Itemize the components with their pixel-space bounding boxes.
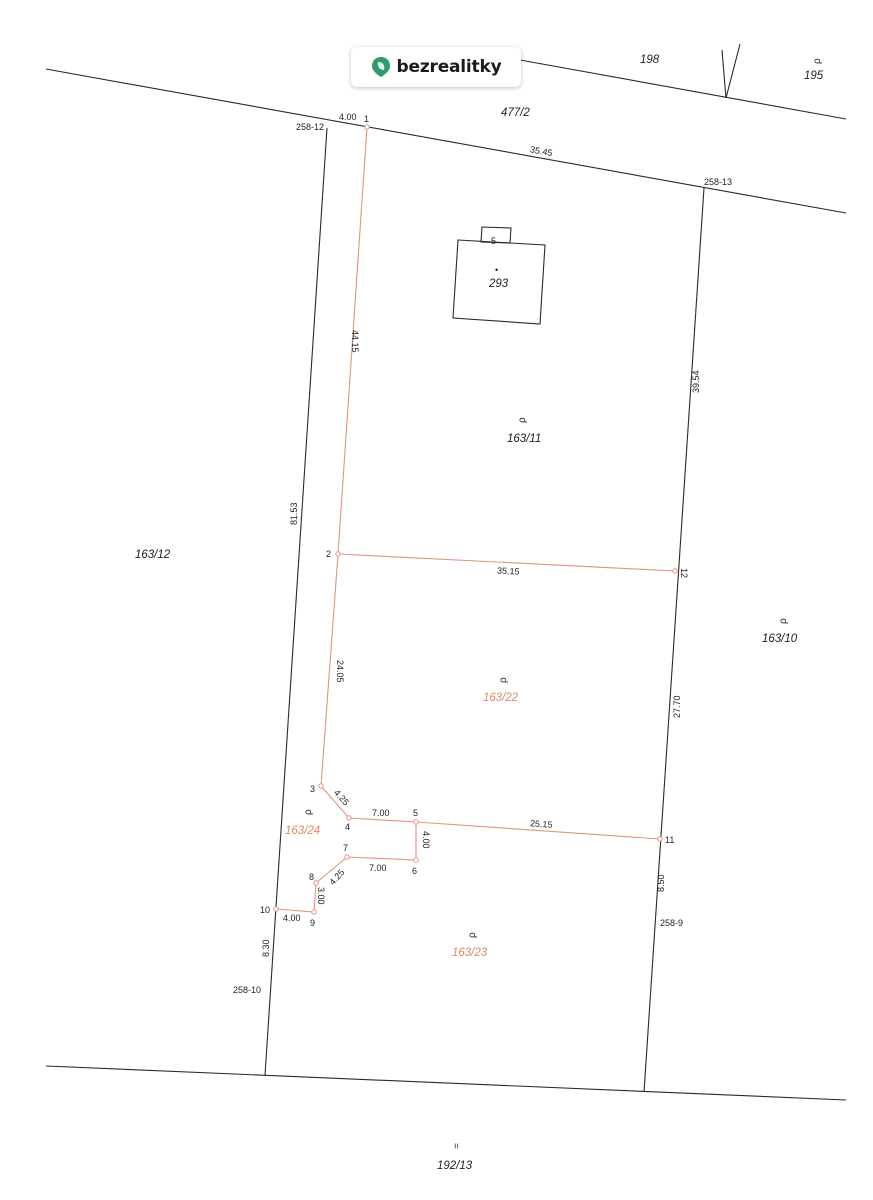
parcel-192-13: 192/13 — [437, 1160, 473, 1172]
marker-258-13: 258-13 — [704, 177, 732, 187]
point-label-4: 4 — [345, 822, 350, 832]
parcel-198-boundary — [721, 49, 727, 99]
meadow-symbol-163-23: ρ — [467, 932, 478, 938]
point-label-7: 7 — [343, 843, 348, 853]
dim-4-25-a: 4.25 — [332, 788, 351, 808]
road-edge-bottom — [45, 1065, 847, 1101]
parcel-163-10: 163/10 — [762, 633, 798, 645]
point-label-12: 12 — [679, 568, 689, 578]
survey-point-12 — [672, 568, 678, 574]
west-boundary — [264, 127, 328, 1076]
point-label-6: 6 — [412, 866, 417, 876]
boundary-markers: 258-12 258-13 258-9 258-10 — [233, 122, 732, 995]
new-parcel-numbers: 163/22 163/24 163/23 — [285, 692, 519, 959]
meadow-symbol-163-24: ρ — [303, 809, 314, 815]
dim-35-15: 35.15 — [497, 565, 520, 576]
land-use-symbols: ρ ρ ρ ρ ρ ρ = • 5 — [303, 58, 823, 1149]
point-label-9: 9 — [310, 918, 315, 928]
survey-point-5 — [413, 819, 419, 825]
point-label-1: 1 — [364, 114, 369, 124]
parcel-163-12: 163/12 — [135, 549, 171, 561]
dim-4-00-top: 4.00 — [339, 112, 357, 122]
brand-name: bezrealitky — [396, 57, 502, 77]
survey-point-11 — [657, 836, 663, 842]
survey-point-4 — [346, 815, 352, 821]
dim-39-54: 39.54 — [691, 370, 701, 393]
road-symbol: = — [450, 1143, 461, 1149]
meadow-symbol-163-10: ρ — [778, 618, 789, 624]
dim-7-00-a: 7.00 — [372, 808, 390, 818]
building-annex — [480, 226, 512, 244]
brand-badge[interactable]: bezrealitky — [351, 47, 521, 87]
parcel-163-23: 163/23 — [452, 947, 488, 959]
survey-point-3 — [318, 783, 324, 789]
point-label-3: 3 — [310, 784, 315, 794]
survey-point-2 — [335, 551, 341, 557]
parcel-293: 293 — [488, 278, 509, 290]
dim-7-00-b: 7.00 — [369, 863, 387, 873]
dim-8-50: 8.50 — [656, 874, 666, 892]
dim-4-00-v: 4.00 — [421, 831, 431, 849]
dim-3-00: 3.00 — [316, 887, 326, 905]
parcel-195: 195 — [804, 70, 824, 82]
survey-point-labels: 1 2 3 4 5 6 7 8 9 10 11 12 — [260, 114, 689, 928]
survey-point-10 — [273, 906, 279, 912]
east-boundary — [643, 187, 705, 1093]
dim-4-25-b: 4.25 — [327, 867, 346, 887]
split-line-2-12 — [337, 553, 676, 572]
map-pin-leaf-icon — [371, 57, 390, 77]
parcel-163-24: 163/24 — [285, 825, 320, 837]
dim-44-15: 44.15 — [350, 330, 360, 353]
new-boundaries — [275, 126, 676, 913]
parcel-195-boundary — [725, 43, 741, 99]
meadow-symbol-195: ρ — [812, 58, 823, 64]
building-293 — [452, 239, 546, 325]
point-label-8: 8 — [309, 872, 314, 882]
survey-points — [273, 124, 678, 915]
split-line-west — [275, 126, 417, 913]
point-label-10: 10 — [260, 905, 270, 915]
dim-24-05: 24.05 — [335, 660, 345, 683]
parcel-477-2: 477/2 — [501, 107, 530, 119]
meadow-symbol-163-22: ρ — [498, 677, 509, 683]
survey-point-6 — [413, 857, 419, 863]
point-label-11: 11 — [665, 835, 674, 845]
dim-25-15: 25.15 — [530, 818, 553, 830]
split-line-5-11 — [415, 821, 661, 840]
survey-point-7 — [344, 854, 350, 860]
meadow-symbol-163-11: ρ — [517, 417, 528, 423]
survey-point-9 — [311, 909, 317, 915]
marker-258-12: 258-12 — [296, 122, 324, 132]
dim-35-45: 35.45 — [529, 144, 553, 158]
survey-point-1 — [364, 124, 370, 130]
parcel-numbers: 477/2 198 195 293 163/11 163/12 163/10 1… — [135, 54, 824, 1172]
road-edge-upper — [519, 59, 847, 120]
dim-81-53: 81.53 — [289, 502, 299, 525]
dim-4-00-b: 4.00 — [283, 913, 301, 923]
marker-258-10: 258-10 — [233, 985, 261, 995]
existing-boundaries — [45, 43, 847, 1101]
marker-258-9: 258-9 — [660, 918, 683, 928]
point-label-5: 5 — [413, 808, 418, 818]
dim-8-30: 8.30 — [261, 939, 271, 957]
building-point-symbol: • — [495, 265, 498, 275]
parcel-163-11: 163/11 — [507, 433, 541, 445]
road-edge-top — [45, 68, 847, 214]
annex-label: 5 — [491, 236, 496, 246]
survey-point-8 — [313, 880, 319, 886]
parcel-198: 198 — [640, 54, 660, 66]
dim-27-70: 27.70 — [672, 695, 682, 718]
point-label-2: 2 — [326, 549, 331, 559]
parcel-163-22: 163/22 — [483, 692, 519, 704]
